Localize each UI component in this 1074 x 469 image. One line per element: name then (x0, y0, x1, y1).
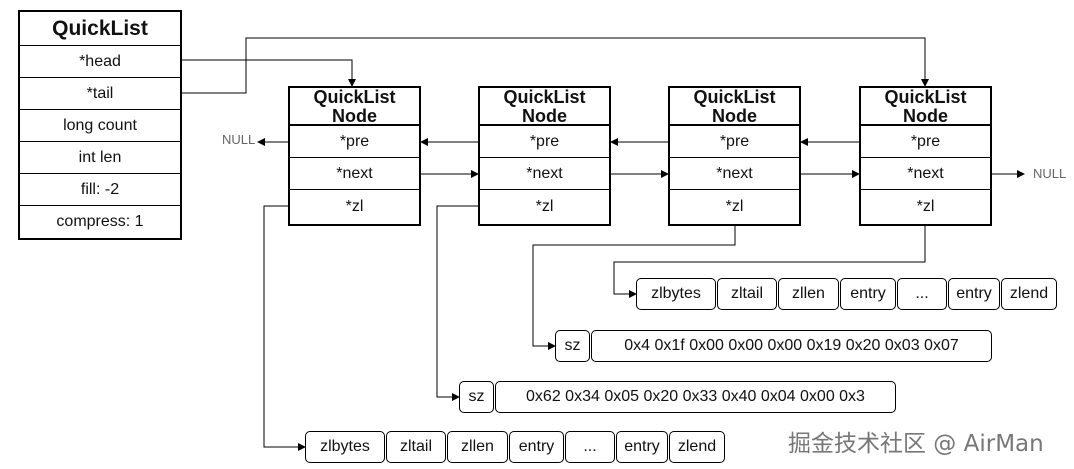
quicklist-field-compress: compress: 1 (56, 213, 144, 230)
ziplist-top-zllen: zllen (778, 278, 839, 310)
zl-arrow-node1 (263, 205, 306, 451)
ziplist-bottom-ellipsis: ... (565, 431, 615, 463)
node-pre-field: *pre (670, 126, 799, 158)
node-title: QuickList Node (480, 88, 609, 126)
ziplist-top-entry-first: entry (840, 278, 896, 310)
quicklist-field-tail: *tail (20, 78, 180, 110)
ziplist-bottom-zlbytes: zlbytes (305, 431, 385, 463)
quicklist-title: QuickList (20, 12, 180, 46)
compressed-a-bytes: 0x4 0x1f 0x00 0x00 0x00 0x19 0x20 0x03 0… (591, 330, 992, 362)
node-title-line2: Node (332, 106, 377, 126)
node-next-field: *next (861, 158, 990, 190)
quicklist-field-count: long count (20, 110, 180, 142)
zl-arrow-node2 (436, 205, 478, 401)
watermark: 掘金技术社区 @ AirMan (788, 431, 1044, 457)
ziplist-bottom-zllen: zllen (447, 431, 508, 463)
ziplist-top-zltail: zltail (717, 278, 777, 310)
ziplist-bottom-entry-last: entry (616, 431, 668, 463)
node-title-line1: QuickList (884, 87, 967, 107)
ziplist-bottom-zltail: zltail (386, 431, 446, 463)
node-title-line2: Node (712, 106, 757, 126)
null-label-right: NULL (1033, 166, 1067, 181)
zl-arrow-node4 (613, 222, 926, 298)
quicklist-node-1: QuickList Node *pre *next *zl (288, 86, 421, 226)
zl-arrow-node3 (532, 222, 736, 350)
ziplist-bottom-entry-first: entry (509, 431, 564, 463)
node-zl-field: *zl (535, 198, 554, 215)
node-title-line2: Node (522, 106, 567, 126)
node-title-line2: Node (903, 106, 948, 126)
quicklist-field-fill: fill: -2 (20, 174, 180, 206)
compressed-b-sz: sz (459, 381, 494, 413)
ziplist-top-entry-last: entry (948, 278, 1000, 310)
head-pointer-arrow (182, 59, 356, 87)
node-pre-field: *pre (861, 126, 990, 158)
node-next-field: *next (480, 158, 609, 190)
ziplist-bottom-zlend: zlend (669, 431, 725, 463)
quicklist-field-head: *head (20, 46, 180, 78)
node-title-line1: QuickList (693, 87, 776, 107)
ziplist-top-ellipsis: ... (897, 278, 947, 310)
null-label-left: NULL (222, 132, 256, 147)
node-title: QuickList Node (670, 88, 799, 126)
tail-pointer-arrow (182, 37, 929, 94)
ziplist-top-zlend: zlend (1001, 278, 1057, 310)
node-zl-field: *zl (345, 198, 364, 215)
node-title: QuickList Node (861, 88, 990, 126)
node-title: QuickList Node (290, 88, 419, 126)
quicklist-node-3: QuickList Node *pre *next *zl (668, 86, 801, 226)
node-title-line1: QuickList (313, 87, 396, 107)
quicklist-node-4: QuickList Node *pre *next *zl (859, 86, 992, 226)
node-zl-field: *zl (916, 198, 935, 215)
quicklist-node-2: QuickList Node *pre *next *zl (478, 86, 611, 226)
node-title-line1: QuickList (503, 87, 586, 107)
node-zl-field: *zl (725, 198, 744, 215)
quicklist-field-len: int len (20, 142, 180, 174)
quicklist-struct: QuickList *head *tail long count int len… (18, 10, 182, 240)
node-next-field: *next (670, 158, 799, 190)
node-pre-field: *pre (480, 126, 609, 158)
node-pre-field: *pre (290, 126, 419, 158)
node-next-field: *next (290, 158, 419, 190)
compressed-b-bytes: 0x62 0x34 0x05 0x20 0x33 0x40 0x04 0x00 … (495, 381, 896, 413)
ziplist-top-zlbytes: zlbytes (636, 278, 716, 310)
compressed-a-sz: sz (555, 330, 590, 362)
